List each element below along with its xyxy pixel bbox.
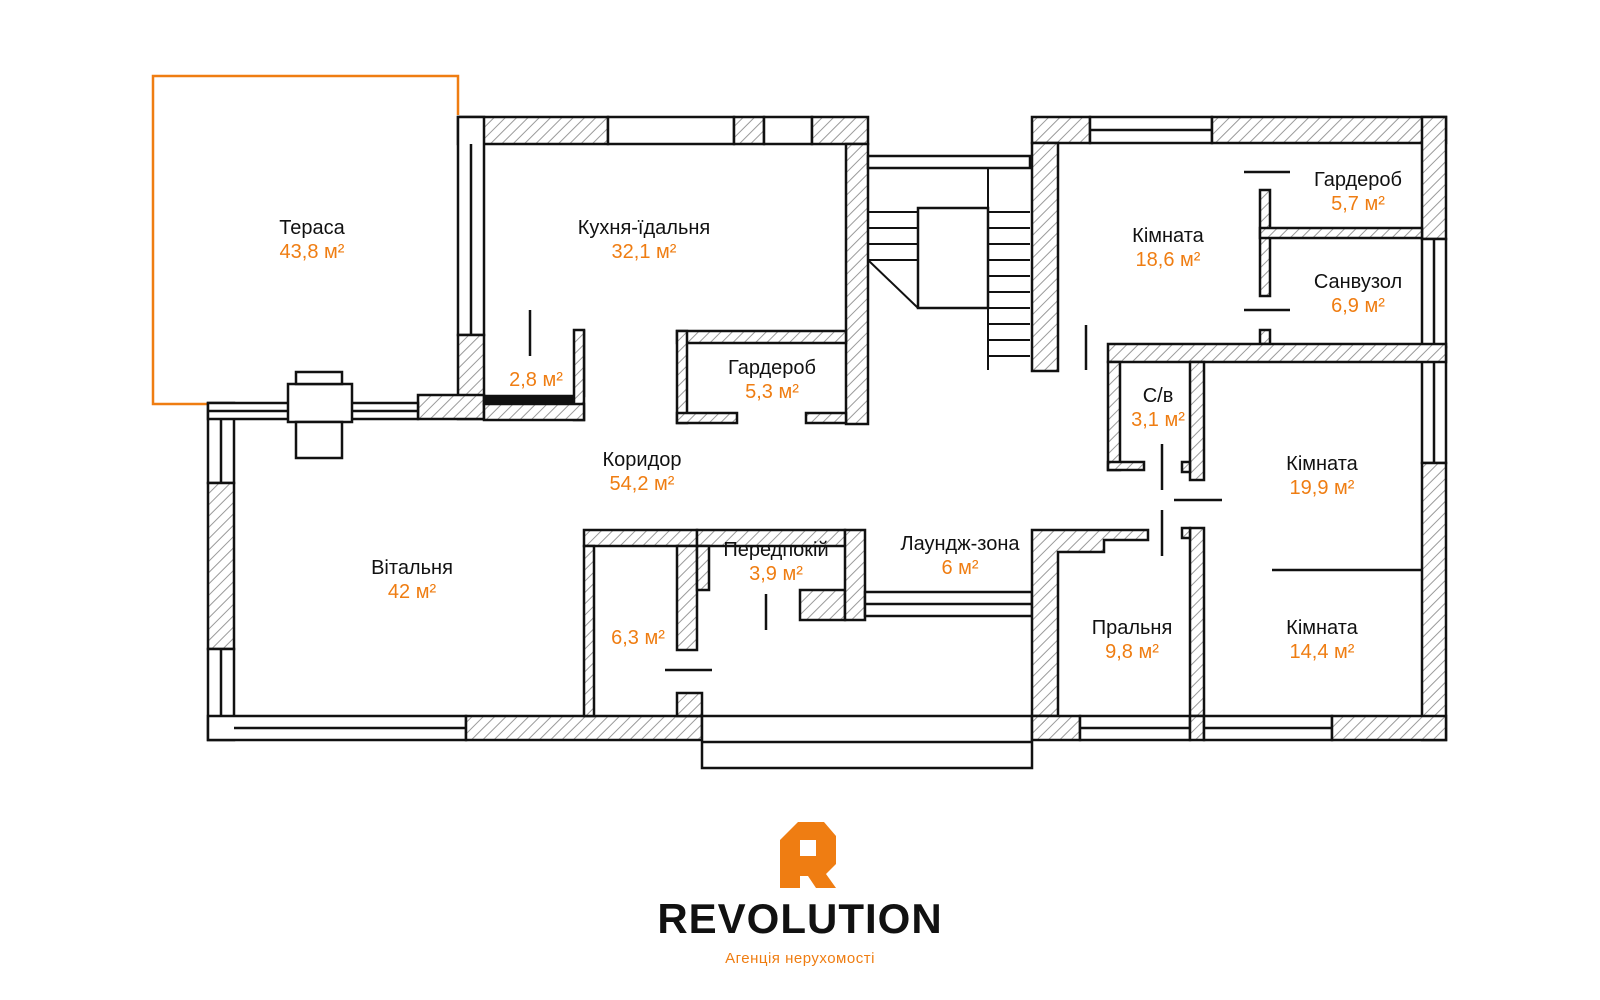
brand-name: REVOLUTION [657,895,943,942]
walls-left [206,115,1034,770]
kitchen-name: Кухня-їдальня [578,217,711,239]
wc-name: С/в [1143,385,1174,407]
terrace-name: Тераса [279,217,345,239]
laundry-name: Пральня [1092,617,1173,639]
living-area: 42 м² [388,581,437,603]
room-top-name: Кімната [1132,225,1205,247]
staircase [866,154,1032,370]
room-bottom-area: 14,4 м² [1290,641,1355,663]
revolution-logo-icon [780,822,836,888]
wardrobe-right-area: 5,7 м² [1331,193,1385,215]
hallway-area: 3,9 м² [749,563,803,585]
hallway-name: Передпокій [723,539,828,561]
bathroom-area: 6,9 м² [1331,295,1385,317]
walls-right [1030,115,1448,742]
room-labels: Тераса 43,8 м² Кухня-їдальня 32,1 м² 2,8… [279,169,1402,663]
room-bottom-name: Кімната [1286,617,1359,639]
wardrobe-left-name: Гардероб [728,357,816,379]
entry-closet-area: 6,3 м² [611,627,665,649]
lounge-name: Лаундж-зона [900,533,1020,555]
terrace-area: 43,8 м² [280,241,345,263]
wardrobe-right-name: Гардероб [1314,169,1402,191]
wardrobe-left-area: 5,3 м² [745,381,799,403]
pantry-area: 2,8 м² [509,369,563,391]
brand-tagline: Агенція нерухомості [725,950,875,967]
corridor-name: Коридор [603,449,682,471]
room-mid-name: Кімната [1286,453,1359,475]
kitchen-area: 32,1 м² [612,241,677,263]
living-name: Вітальня [371,557,453,579]
room-top-area: 18,6 м² [1136,249,1201,271]
terrace-outline [151,74,460,406]
lounge-area: 6 м² [941,557,978,579]
bathroom-name: Санвузол [1314,271,1402,293]
corridor-area: 54,2 м² [610,473,675,495]
room-mid-area: 19,9 м² [1290,477,1355,499]
wc-area: 3,1 м² [1131,409,1185,431]
laundry-area: 9,8 м² [1105,641,1159,663]
